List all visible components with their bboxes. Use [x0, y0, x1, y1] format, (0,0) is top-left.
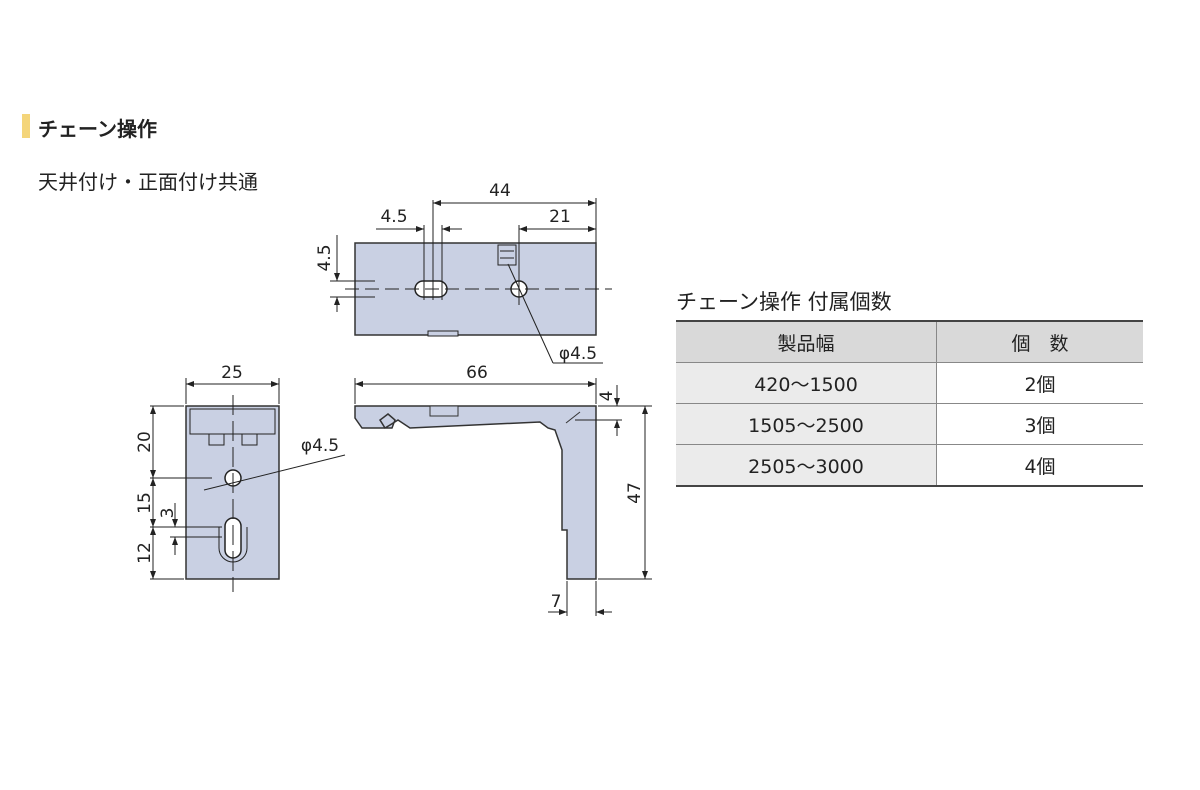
front-dim-25: 25: [221, 363, 243, 383]
side-dim-66: 66: [466, 363, 488, 383]
top-dim-slot-width: 4.5: [380, 207, 407, 227]
section-accent-bar: [22, 114, 30, 138]
front-dim-15: 15: [135, 492, 155, 514]
table-title: チェーン操作 付属個数: [676, 290, 892, 314]
side-view: [354, 405, 597, 580]
front-dim-20: 20: [135, 431, 155, 453]
top-dim-slot-height: 4.5: [315, 244, 335, 271]
table-header-row: 製品幅 個 数: [676, 320, 1143, 363]
front-dim-3: 3: [158, 508, 178, 519]
top-dim-44: 44: [489, 181, 511, 201]
cell-width: 1505～2500: [676, 403, 937, 445]
cell-width: 420～1500: [676, 362, 937, 404]
front-view: [150, 378, 346, 592]
top-hole-diameter: φ4.5: [559, 344, 597, 364]
top-view: [330, 198, 612, 364]
cell-width: 2505～3000: [676, 444, 937, 487]
top-dim-21: 21: [549, 207, 571, 227]
cell-quantity: 3個: [936, 403, 1143, 445]
table-row: 420～1500 2個: [676, 362, 1143, 404]
table-row: 1505～2500 3個: [676, 403, 1143, 445]
front-hole-diameter: φ4.5: [301, 436, 339, 456]
quantity-table: 製品幅 個 数 420～1500 2個 1505～2500 3個 2505～30…: [676, 320, 1143, 487]
header-quantity: 個 数: [936, 320, 1143, 363]
section-subtitle: 天井付け・正面付け共通: [38, 170, 258, 194]
section-title: チェーン操作: [38, 117, 157, 141]
side-dimensions: [354, 378, 652, 616]
side-dim-47: 47: [625, 482, 645, 504]
cell-quantity: 2個: [936, 362, 1143, 404]
front-dim-12: 12: [135, 542, 155, 564]
side-dim-4: 4: [597, 391, 617, 402]
side-dim-7: 7: [551, 592, 562, 612]
header-product-width: 製品幅: [676, 320, 937, 363]
table-row: 2505～3000 4個: [676, 444, 1143, 487]
cell-quantity: 4個: [936, 444, 1143, 487]
